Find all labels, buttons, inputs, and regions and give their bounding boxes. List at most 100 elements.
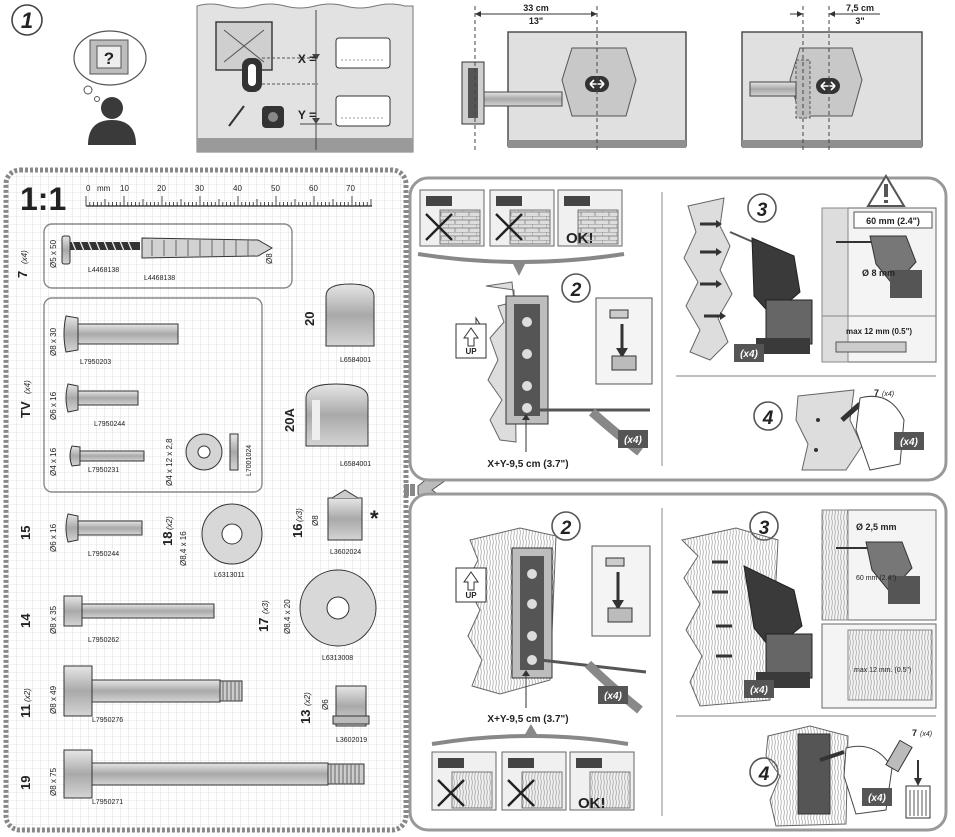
ruler: 0 mm 10 20 30 40 50 60 70	[85, 184, 372, 207]
top-bit-8mm: Ø 8 mm	[862, 268, 895, 278]
part-7-size: Ø5 x 50	[49, 239, 58, 268]
bottom-anchor-number: 7	[912, 728, 917, 738]
ruler-tick-60: 60	[309, 184, 318, 193]
part-13-code: L3602019	[336, 737, 367, 744]
ruler-tick-20: 20	[157, 184, 166, 193]
tv-screw-1-size: Ø8 x 30	[49, 327, 58, 356]
tv-screw-3-size: Ø4 x 16	[49, 447, 58, 476]
step1-section: 1 ? X = Y =	[11, 3, 923, 153]
top-depth-60mm: 60 mm (2.4")	[866, 216, 920, 226]
ruler-tick-50: 50	[271, 184, 280, 193]
part-14-bolt: 14 Ø8 x 35 L7950262	[18, 595, 215, 644]
part-16-qty: (x3)	[295, 508, 304, 522]
part-18-size: Ø8,4 x 16	[179, 531, 188, 566]
part-16-number: 16	[290, 524, 305, 538]
part-13-nut: 13 (x2) Ø6 L3602019	[298, 685, 370, 744]
bottom-max-12mm: max 12 mm. (0.5")	[854, 667, 911, 674]
part-13-qty: (x2)	[303, 692, 312, 706]
top-step3-qty: (x4)	[740, 349, 758, 360]
bottom-step2-number: 2	[560, 518, 572, 539]
part-13-number: 13	[298, 710, 313, 724]
part-11-number: 11	[18, 704, 33, 718]
ruler-tick-70: 70	[346, 184, 355, 193]
ruler-tick-30: 30	[195, 184, 204, 193]
distance-13in: 13"	[529, 16, 543, 26]
ruler-unit: mm	[97, 184, 111, 193]
bottom-step4-number: 4	[758, 764, 770, 785]
masonry-install-panel: OK! 2 UP (x4)	[408, 174, 948, 482]
distance-33cm: 33 cm	[523, 3, 549, 13]
top-anchor-number: 7	[874, 388, 879, 398]
top-step2-number: 2	[570, 280, 582, 301]
part-17-qty: (x3)	[261, 600, 270, 614]
hardware-grid-panel: 1:1 0 mm 10 20 30 40 50 60 70 7 (x4) Ø5 …	[3, 167, 409, 833]
part-20a-number: 20A	[282, 408, 297, 432]
bottom-wrong-x-icon-1	[437, 779, 465, 807]
part-16-size: Ø8	[311, 515, 320, 526]
bottom-depth-60mm: 60 mm (2.4")	[856, 575, 896, 582]
part-7-number: 7	[15, 271, 30, 278]
tv-screw-1-code: L7950203	[80, 359, 111, 366]
part-11-qty: (x2)	[23, 688, 32, 702]
ruler-ticks	[85, 196, 372, 206]
part-18-washer: 18 (x2) Ø8,4 x 16 L6313011	[160, 503, 263, 579]
part-7-screw-anchor: 7 (x4) Ø5 x 50 L4468138 L4468138 Ø8	[15, 223, 293, 289]
tv-group-label: TV	[18, 401, 33, 418]
bottom-step3-drill: 3 (x4) Ø 2,5 mm 60 mm (2.4") max 12 mm. …	[681, 509, 937, 709]
part-18-qty: (x2)	[165, 516, 174, 530]
question-mark: ?	[104, 49, 114, 68]
bottom-step4-anchors: 4 (x4) 7 (x4)	[749, 725, 932, 827]
part-19-code: L7950271	[92, 799, 123, 806]
bottom-offset-label: X+Y-9,5 cm (3.7")	[487, 714, 568, 725]
part-17-number: 17	[256, 618, 271, 632]
y-value-box	[335, 95, 391, 127]
part-7-code-b: L4468138	[144, 275, 175, 282]
part-20-number: 20	[302, 312, 317, 326]
part-20-spacer: 20 L6584001	[302, 283, 375, 364]
ruler-tick-10: 10	[120, 184, 129, 193]
part-15-number: 15	[18, 526, 33, 540]
tv-washer-size: Ø4 x 12 x 2,8	[165, 438, 174, 486]
part-15-code: L7950244	[88, 551, 119, 558]
x-label: X =	[298, 52, 316, 66]
bottom-up-label: UP	[465, 591, 477, 600]
bottom-step2-plate: 2 UP (x4) X+Y-9,5 cm (3.7")	[431, 511, 651, 812]
bottom-step3-qty: (x4)	[750, 685, 768, 696]
part-16-nut: 16 (x3) Ø8 L3602024 *	[290, 489, 379, 556]
part-15-size: Ø6 x 16	[49, 523, 58, 552]
top-step3-drill: 3 (x4) 60 mm (2.4") Ø 8 mm ma	[683, 174, 937, 363]
tv-screw-3-code: L7950231	[88, 467, 119, 474]
part-14-code: L7950262	[88, 637, 119, 644]
step1-number-badge	[11, 4, 43, 36]
bottom-step3-number: 3	[759, 518, 770, 539]
wrong-x-icon-2	[495, 213, 523, 241]
ruler-tick-40: 40	[233, 184, 242, 193]
top-step2-plate: 2 UP (x4) X+Y-9,5 cm (3.7")	[455, 273, 653, 470]
part-18-number: 18	[160, 532, 175, 546]
thinking-person-icon: ?	[73, 30, 147, 145]
distance-3in: 3"	[855, 16, 864, 26]
part-19-bolt: 19 Ø8 x 75 L7950271	[18, 749, 365, 806]
ruler-tick-0: 0	[86, 184, 91, 193]
wrong-x-icon-1	[425, 213, 453, 241]
top-offset-label: X+Y-9,5 cm (3.7")	[487, 459, 568, 470]
tv-group-qty: (x4)	[23, 380, 32, 394]
bottom-anchor-qty: (x4)	[920, 731, 932, 738]
part-17-size: Ø8,4 x 20	[283, 599, 292, 634]
x-value-box	[335, 37, 391, 69]
bottom-step2-qty: (x4)	[604, 691, 622, 702]
part-19-size: Ø8 x 75	[49, 767, 58, 796]
part-20a-spacer: 20A L6584001	[282, 383, 371, 468]
drill-check-icons: OK!	[417, 189, 625, 276]
part-20-code: L6584001	[340, 357, 371, 364]
bottom-wrong-x-icon-2	[507, 779, 535, 807]
top-step4-qty: (x4)	[900, 437, 918, 448]
part-19-number: 19	[18, 776, 33, 790]
measure-wall-panel: X = Y =	[196, 3, 414, 153]
part-17-code: L6313008	[322, 655, 353, 662]
bottom-bit-25mm: Ø 2,5 mm	[856, 522, 897, 532]
part-14-size: Ø8 x 35	[49, 605, 58, 634]
tv-arm-folded-view: 7,5 cm 3"	[741, 3, 923, 150]
part-18-code: L6313011	[214, 572, 245, 579]
